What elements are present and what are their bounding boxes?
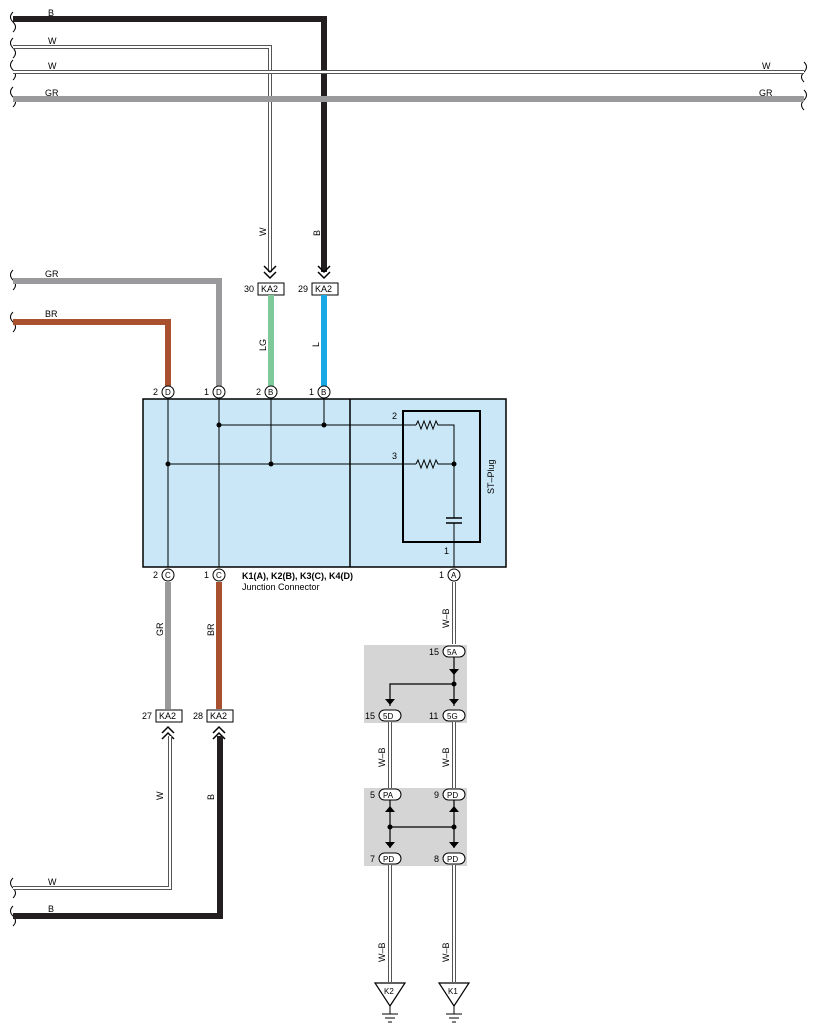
wire-gr-left (13, 278, 222, 386)
pin-number: 2 (153, 570, 158, 580)
connector-pd-7 (378, 852, 402, 865)
vlabel-b-low: B (206, 794, 216, 800)
pin-number: 1 (204, 570, 209, 580)
wire-label-gr: GR (45, 88, 59, 98)
pin-number: 8 (434, 854, 439, 864)
wire-label-w1: W (48, 36, 57, 46)
pin-number: 15 (365, 711, 375, 721)
connector-label: 5A (447, 648, 457, 657)
connector-5d (378, 709, 402, 722)
wire-br-left (13, 319, 171, 386)
connector-ka2-28 (206, 709, 234, 723)
connector-pd-8 (442, 852, 466, 865)
pin-number: 28 (193, 711, 203, 721)
vlabel-w-low: W (155, 791, 165, 800)
connector-label: KA2 (159, 711, 176, 721)
connector-label: KA2 (210, 711, 227, 721)
vlabel-wb-k1: W–B (441, 942, 451, 962)
st-plug-label: ST–Plug (486, 459, 496, 494)
pin-letter: D (216, 388, 222, 397)
pin-number: 1 (309, 387, 314, 397)
st-plug-pin3: 3 (392, 451, 397, 461)
ground-label-k1: K1 (448, 987, 458, 996)
wire-w1-top (13, 45, 272, 272)
vlabel-wb-5d: W–B (377, 747, 387, 767)
connector-label: 5G (447, 712, 458, 721)
pin-number: 15 (429, 647, 439, 657)
pin-number: 27 (142, 711, 152, 721)
vlabel-wb-k2: W–B (377, 942, 387, 962)
junction-subtitle: Junction Connector (242, 582, 320, 592)
pin-letter: C (216, 571, 222, 580)
wire-b-bottom (13, 736, 223, 919)
connector-label: PD (447, 855, 458, 864)
connector-label: PD (447, 791, 458, 800)
connector-label: 5D (383, 712, 393, 721)
left-break-marks (10, 11, 16, 927)
ground-label-k2: K2 (384, 987, 394, 996)
wire-label-gr-right: GR (759, 88, 773, 98)
vlabel-gr-low: GR (155, 622, 165, 636)
junction-title: K1(A), K2(B), K3(C), K4(D) (242, 571, 353, 581)
wire-label-gr-left: GR (45, 269, 59, 279)
wire-label-w-bottom: W (48, 877, 57, 887)
vlabel-lg: LG (258, 339, 268, 351)
pin-letter: C (165, 571, 171, 580)
wire-w-bottom (13, 736, 172, 890)
pin-number: 9 (434, 790, 439, 800)
vlabel-b-top: B (312, 230, 322, 236)
ground-icon: K1 (437, 982, 471, 1023)
vlabel-wb-a: W–B (441, 608, 451, 628)
pin-letter: A (451, 571, 457, 580)
connector-label: KA2 (315, 284, 332, 294)
right-break-marks (801, 61, 807, 111)
pin-number: 7 (370, 854, 375, 864)
pin-number: 11 (429, 711, 438, 721)
chevron-icon (263, 265, 331, 280)
connector-label: KA2 (261, 284, 278, 294)
connector-label: PD (383, 855, 394, 864)
pin-number: 2 (256, 387, 261, 397)
st-plug-pin2: 2 (392, 411, 397, 421)
pin-number: 1 (439, 570, 444, 580)
arrow-icon (385, 669, 459, 705)
pin-letter: B (268, 388, 273, 397)
connector-ka2-27 (155, 709, 183, 723)
pin-number: 29 (298, 284, 308, 294)
pin-number: 1 (204, 387, 209, 397)
arrow-icon (385, 806, 459, 848)
vlabel-w-top: W (258, 227, 268, 236)
pin-number: 30 (244, 284, 254, 294)
st-plug-pin1: 1 (444, 546, 449, 556)
wire-label-br-left: BR (45, 309, 58, 319)
connector-label: PA (383, 791, 394, 800)
pin-number: 5 (370, 790, 375, 800)
vlabel-br-low: BR (206, 623, 216, 636)
wire-label-b: B (48, 8, 54, 18)
wire-label-b-bottom: B (48, 904, 54, 914)
st-plug-box (402, 410, 481, 543)
connector-5g (442, 709, 466, 722)
wire-b-top (13, 16, 327, 272)
pin-number: 2 (153, 387, 158, 397)
pin-letter: B (321, 388, 326, 397)
ground-icon: K2 (373, 982, 407, 1023)
vlabel-wb-5g: W–B (441, 747, 451, 767)
pin-letter: D (165, 388, 171, 397)
junction-top-pins: D 2 D 1 B 2 B 1 (153, 385, 331, 399)
wire-label-w2: W (48, 61, 57, 71)
wire-label-w2-right: W (762, 61, 771, 71)
vlabel-l: L (311, 342, 321, 347)
junction-bottom-pins: C 2 C 1 A 1 (153, 568, 461, 582)
